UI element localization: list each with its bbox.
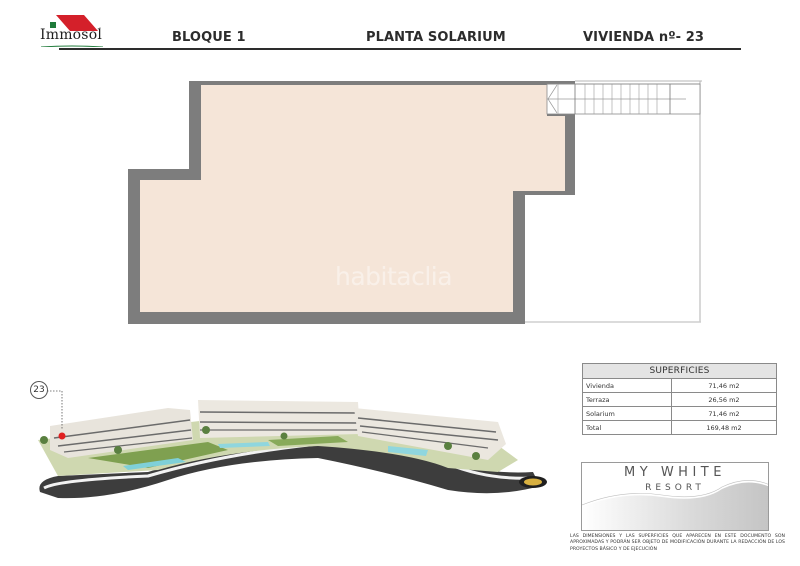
table-row: Terraza 26,56 m2 [582, 392, 777, 407]
logo-text: Immosol [40, 27, 103, 43]
surfaces-title: SUPERFICIES [582, 363, 777, 379]
surfaces-table: SUPERFICIES Vivienda 71,46 m2 Terraza 26… [582, 363, 777, 435]
row-label: Terraza [582, 392, 672, 407]
header-divider [59, 48, 741, 50]
planta-label: PLANTA SOLARIUM [366, 30, 506, 45]
row-value: 26,56 m2 [671, 392, 777, 407]
terrace-outline [524, 80, 702, 323]
row-label: Vivienda [582, 378, 672, 393]
watermark: habitaclia [335, 262, 453, 291]
wave-graphic [582, 480, 768, 530]
house-roof-icon [50, 15, 101, 31]
disclaimer-text: LAS DIMENSIONES Y LAS SUPERFICIES QUE AP… [570, 534, 785, 552]
row-value: 71,46 m2 [671, 406, 777, 421]
row-label: Total [582, 420, 672, 435]
table-row: Vivienda 71,46 m2 [582, 378, 777, 393]
solarium-floor [140, 85, 565, 312]
aerial-render [38, 390, 547, 499]
row-label: Solarium [582, 406, 672, 421]
unit-number-badge: 23 [30, 381, 48, 399]
bloque-label: BLOQUE 1 [172, 30, 246, 45]
staircase [546, 83, 701, 115]
row-value: 71,46 m2 [671, 378, 777, 393]
brand-line-2: RESORT [645, 483, 705, 493]
table-row: Total 169,48 m2 [582, 420, 777, 435]
immosol-logo: Immosol [38, 13, 110, 49]
brand-line-1: MY WHITE [624, 465, 726, 480]
logo-swoosh [41, 45, 103, 47]
row-value: 169,48 m2 [671, 420, 777, 435]
unit-location-marker [58, 432, 66, 440]
table-row: Solarium 71,46 m2 [582, 406, 777, 421]
vivienda-label: VIVIENDA nº- 23 [583, 30, 705, 45]
my-white-resort-logo: MY WHITE RESORT [581, 462, 769, 531]
